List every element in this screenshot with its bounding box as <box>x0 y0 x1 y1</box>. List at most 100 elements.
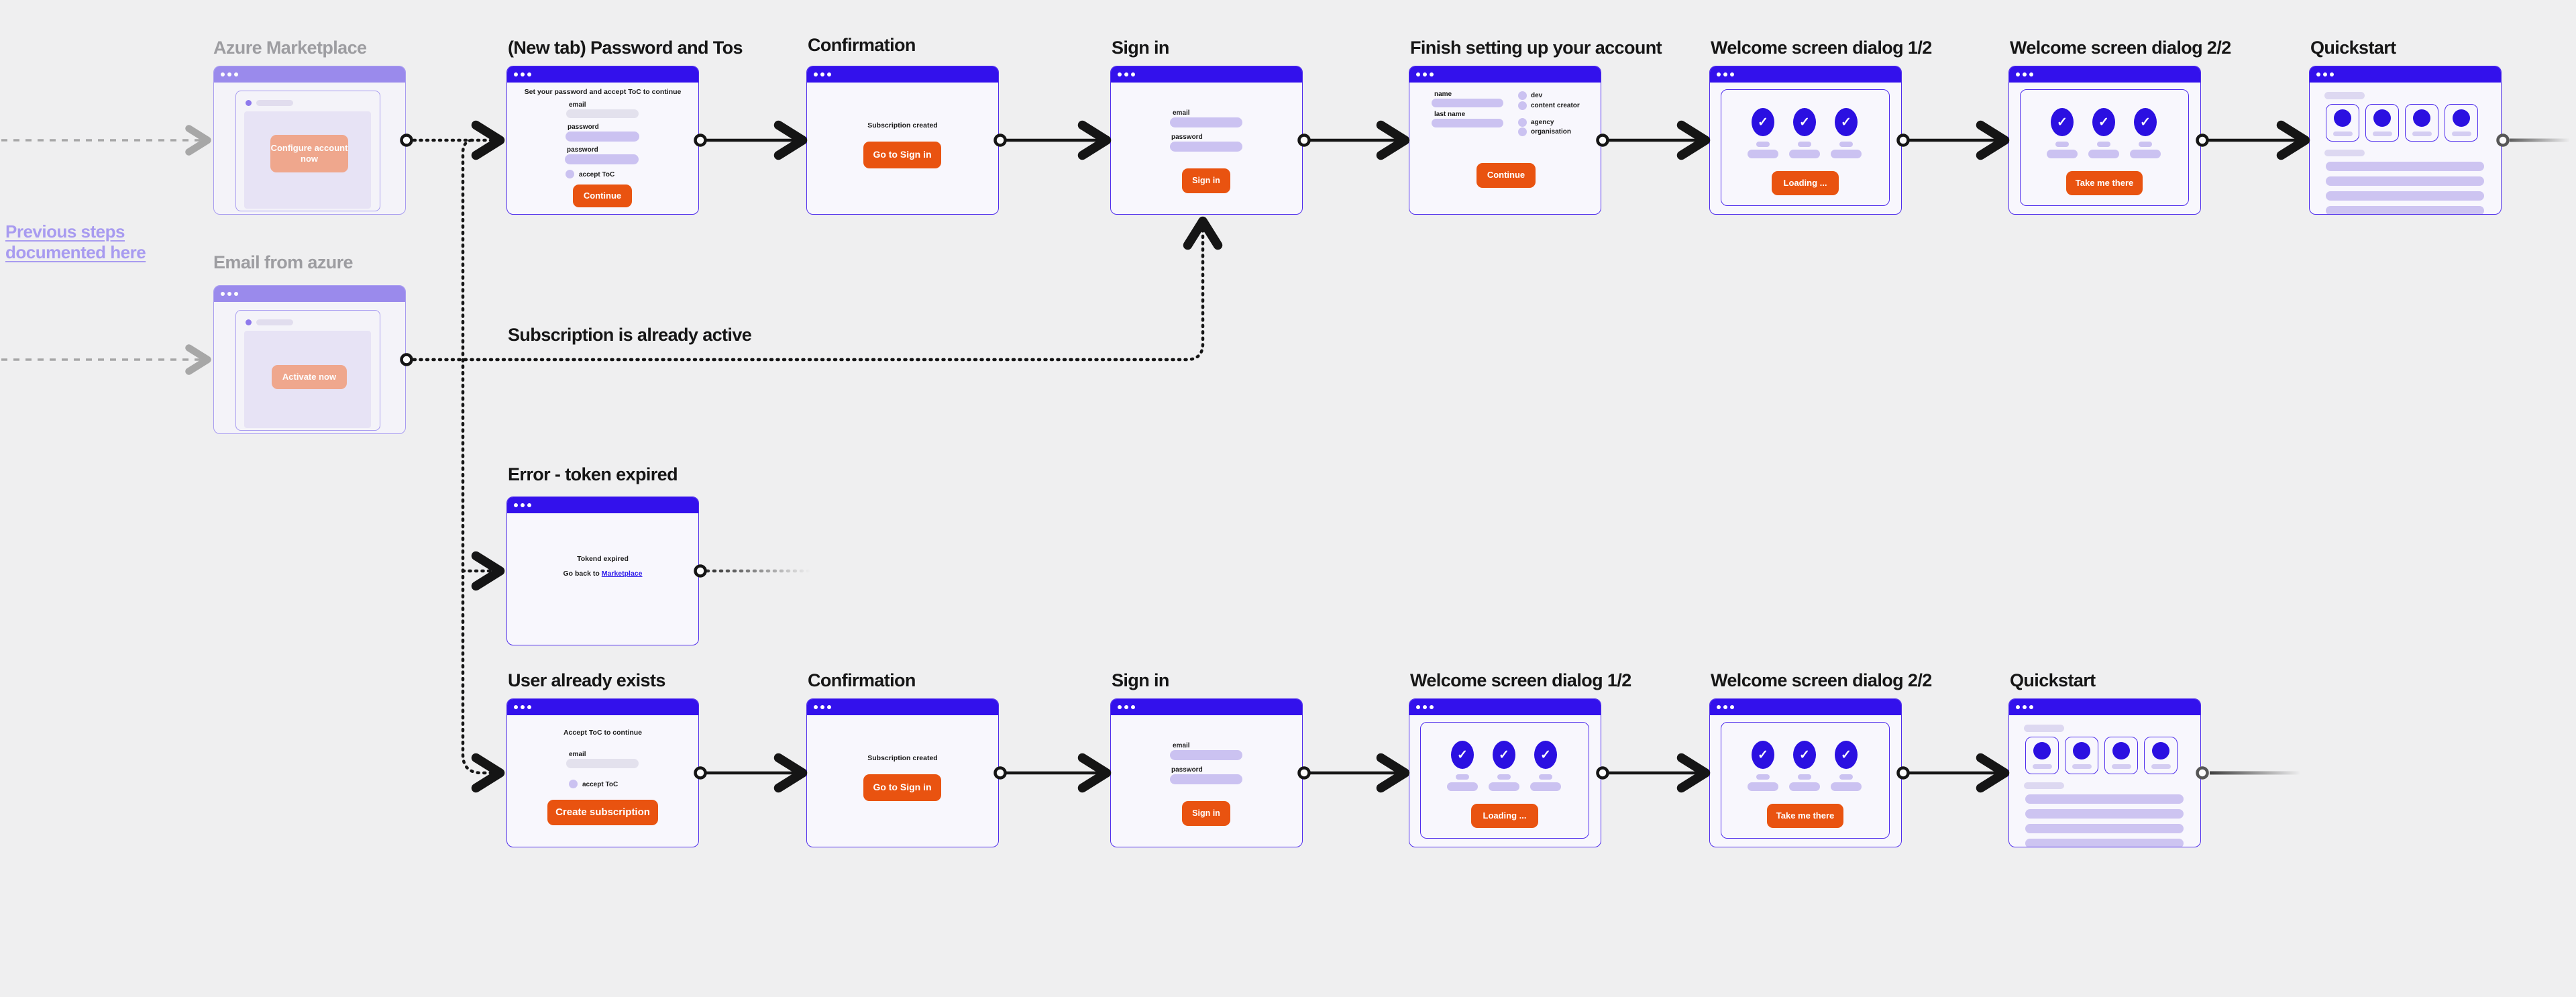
option-checkbox-icon <box>1518 91 1527 100</box>
window-controls-icon <box>514 72 531 76</box>
configure-account-button: Configure account now <box>270 135 348 172</box>
caption-placeholder <box>2088 150 2119 158</box>
email-input-placeholder <box>1170 117 1242 127</box>
text-line-placeholder <box>2025 794 2184 804</box>
window-azure-marketplace[interactable]: Configure account now <box>213 66 406 215</box>
window-welcome1[interactable]: ✓ ✓ ✓ Loading ... <box>1709 66 1902 215</box>
feature-caption-placeholder <box>2373 132 2392 136</box>
password-label: password <box>1171 134 1203 141</box>
text-line-placeholder <box>2025 839 2184 847</box>
dialog-frame <box>1721 722 1890 839</box>
feature-icon <box>2413 109 2430 127</box>
window-signin-2[interactable]: email password Sign in <box>1110 698 1303 847</box>
option-checkbox-icon <box>1518 118 1527 127</box>
check-circle-icon: ✓ <box>1451 741 1474 769</box>
password-label: password <box>567 146 598 154</box>
text-line-placeholder <box>2326 191 2484 201</box>
window-titlebar <box>807 66 998 83</box>
caption-placeholder <box>2130 150 2161 158</box>
window-controls-icon <box>814 72 831 76</box>
subscription-created-text: Subscription created <box>867 754 938 762</box>
window-quickstart[interactable] <box>2309 66 2502 215</box>
marketplace-link: Marketplace <box>601 570 643 578</box>
form-heading: Set your password and accept ToC to cont… <box>524 88 682 96</box>
feature-icon <box>2334 109 2351 127</box>
accept-toc-checkbox-icon <box>569 780 578 788</box>
caption-placeholder <box>1831 782 1862 791</box>
step-title-quickstart-2: Quickstart <box>2010 670 2096 690</box>
continue-button: Continue <box>1477 163 1536 188</box>
window-controls-icon <box>514 705 531 709</box>
name-label: name <box>1434 91 1452 98</box>
window-user-already-exists[interactable]: Accept ToC to continue email accept ToC … <box>506 698 699 847</box>
feature-card <box>2405 104 2438 142</box>
tab-title-placeholder <box>256 100 293 106</box>
window-titlebar <box>1710 699 1901 715</box>
feature-card <box>2065 737 2098 774</box>
step-title-azure: Azure Marketplace <box>213 38 367 58</box>
window-finish-account[interactable]: name last name dev content creator agenc… <box>1409 66 1601 215</box>
check-circle-icon: ✓ <box>2051 108 2074 136</box>
password-input-placeholder <box>1170 774 1242 784</box>
window-controls-icon <box>221 292 238 296</box>
feature-icon <box>2152 742 2169 759</box>
tab-dot-icon <box>246 100 252 106</box>
window-controls-icon <box>1416 72 1434 76</box>
previous-steps-link[interactable]: Previous steps documented here <box>5 221 146 262</box>
check-circle-icon: ✓ <box>1793 741 1816 769</box>
step-title-welcome1-2: Welcome screen dialog 1/2 <box>1410 670 1631 690</box>
window-controls-icon <box>1717 72 1734 76</box>
window-titlebar <box>1111 699 1302 715</box>
email-label: email <box>569 751 586 758</box>
caption-placeholder <box>1489 782 1519 791</box>
caption-placeholder <box>1756 774 1770 780</box>
step-title-password-tos: (New tab) Password and Tos <box>508 38 743 58</box>
loading-button: Loading ... <box>1772 171 1839 195</box>
window-signin[interactable]: email password Sign in <box>1110 66 1303 215</box>
email-input-placeholder <box>566 759 639 768</box>
option-agency-label: agency <box>1531 119 1554 126</box>
signin-button: Sign in <box>1182 801 1230 826</box>
token-expired-text: Tokend expired <box>577 555 629 563</box>
caption-placeholder <box>1447 782 1478 791</box>
feature-caption-placeholder <box>2333 132 2353 136</box>
window-quickstart-2[interactable] <box>2008 698 2201 847</box>
email-label: email <box>1173 742 1190 749</box>
accept-toc-label: accept ToC <box>579 171 615 178</box>
accept-toc-checkbox-icon <box>566 170 574 178</box>
feature-card <box>2445 104 2478 142</box>
caption-placeholder <box>1789 150 1820 158</box>
window-confirmation-2[interactable]: Subscription created Go to Sign in <box>806 698 999 847</box>
window-controls-icon <box>1118 705 1135 709</box>
loading-button: Loading ... <box>1471 804 1538 828</box>
window-titlebar <box>2009 699 2200 715</box>
caption-placeholder <box>1530 782 1561 791</box>
lastname-label: last name <box>1434 111 1466 118</box>
dialog-frame <box>1721 89 1890 206</box>
window-titlebar <box>1409 699 1601 715</box>
check-circle-icon: ✓ <box>2092 108 2115 136</box>
window-titlebar <box>507 699 698 715</box>
window-welcome1-2[interactable]: ✓ ✓ ✓ Loading ... <box>1409 698 1601 847</box>
option-content-creator-label: content creator <box>1531 102 1580 109</box>
step-title-user-exists: User already exists <box>508 670 665 690</box>
option-dev-label: dev <box>1531 92 1543 99</box>
text-line-placeholder <box>2326 176 2484 186</box>
name-input-placeholder <box>1432 99 1503 107</box>
feature-caption-placeholder <box>2412 132 2432 136</box>
email-input-placeholder <box>1170 750 1242 760</box>
dotted-trunk-to-user-exists <box>461 138 505 793</box>
window-welcome2-2[interactable]: ✓ ✓ ✓ Take me there <box>1709 698 1902 847</box>
option-checkbox-icon <box>1518 127 1527 136</box>
window-welcome2[interactable]: ✓ ✓ ✓ Take me there <box>2008 66 2201 215</box>
window-email-from-azure[interactable]: Activate now <box>213 285 406 434</box>
window-controls-icon <box>2016 72 2033 76</box>
window-password-tos[interactable]: Set your password and accept ToC to cont… <box>506 66 699 215</box>
feature-caption-placeholder <box>2072 764 2092 769</box>
text-line-placeholder <box>2326 162 2484 171</box>
window-controls-icon <box>514 503 531 507</box>
window-confirmation[interactable]: Subscription created Go to Sign in <box>806 66 999 215</box>
caption-placeholder <box>2047 150 2078 158</box>
